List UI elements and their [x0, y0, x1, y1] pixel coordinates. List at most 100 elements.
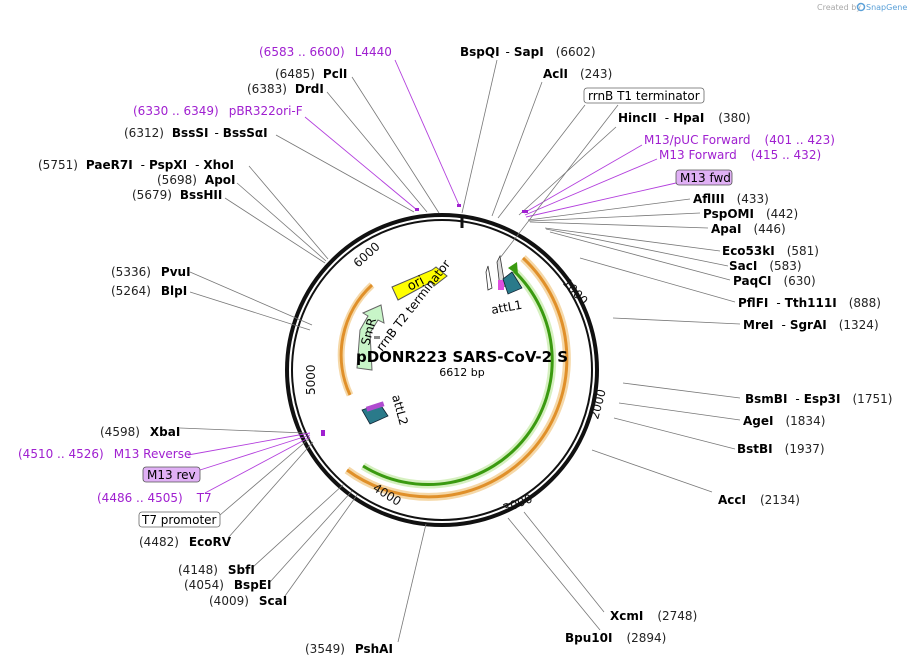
- primer-m13puc: M13/pUC Forward: [644, 133, 751, 147]
- svg-text:PflFI-Tth111I(888): PflFI-Tth111I(888): [738, 296, 881, 310]
- svg-text:(5679)BssHII: (5679)BssHII: [132, 188, 222, 202]
- tick-3000: 3000: [501, 491, 535, 515]
- rrnb-t2-marker: [374, 336, 380, 339]
- plasmid-size: 6612 bp: [439, 366, 484, 379]
- svg-text:M13 Forward(415 .. 432): M13 Forward(415 .. 432): [659, 148, 821, 162]
- svg-text:(4598)XbaI: (4598)XbaI: [100, 425, 180, 439]
- credit-brand: SnapGene: [866, 3, 907, 12]
- attl1-primer-marker: [498, 280, 504, 290]
- svg-text:(5751)PaeR7I-PspXI-XhoI: (5751)PaeR7I-PspXI-XhoI: [38, 158, 234, 172]
- site-sgrai: SgrAI: [790, 318, 827, 332]
- svg-text:(4054)BspEI: (4054)BspEI: [184, 578, 271, 592]
- site-afliii: AflIII: [693, 192, 725, 206]
- svg-text:(6383)DrdI: (6383)DrdI: [247, 82, 324, 96]
- credit-created-by: Created by: [817, 3, 861, 12]
- svg-text:(4148)SbfI: (4148)SbfI: [178, 563, 255, 577]
- l4440-marker: [457, 204, 461, 207]
- svg-text:XcmI(2748): XcmI(2748): [610, 609, 697, 623]
- ori-feature: [391, 266, 448, 301]
- leader-lines: [179, 59, 741, 643]
- t7-promoter-box: [138, 511, 221, 528]
- svg-text:(4482)EcoRV: (4482)EcoRV: [139, 535, 232, 549]
- m13rev-marker: [321, 430, 325, 436]
- site-saci: SacI: [729, 259, 757, 273]
- rrnb-t1-label: rrnB T1 terminator: [588, 89, 700, 103]
- svg-text:Bpu10I(2894): Bpu10I(2894): [565, 631, 666, 645]
- site-bsshii: BssHII: [180, 188, 222, 202]
- svg-text:(6312)BssSI-BssSαI: (6312)BssSI-BssSαI: [124, 126, 268, 140]
- svg-text:(4486 .. 4505)T7: (4486 .. 4505)T7: [97, 491, 212, 505]
- svg-text:MreI-SgrAI(1324): MreI-SgrAI(1324): [743, 318, 879, 332]
- attl2-label: attL2: [389, 393, 411, 427]
- t7-promoter-leader: [219, 437, 311, 516]
- rrnb-t2-label: rrnB T2 terminator: [373, 257, 453, 354]
- site-paer7i: PaeR7I: [86, 158, 133, 172]
- insert-arc: [362, 269, 554, 486]
- smr-feature: [356, 304, 385, 371]
- site-apoi: ApoI: [205, 173, 236, 187]
- site-hpai: HpaI: [673, 111, 704, 125]
- primer-l4440: L4440: [355, 45, 392, 59]
- svg-text:(6485)PclI: (6485)PclI: [275, 67, 347, 81]
- t7-promoter-label: T7 promoter: [141, 513, 217, 527]
- site-bpu10i: Bpu10I: [565, 631, 612, 645]
- svg-text:SacI(583): SacI(583): [729, 259, 802, 273]
- svg-text:AclI(243): AclI(243): [543, 67, 612, 81]
- rrnb-t1-leader: [499, 104, 619, 259]
- svg-text:AflIII(433): AflIII(433): [693, 192, 769, 206]
- site-bsssai: BssSαI: [223, 126, 268, 140]
- svg-text:(4009)ScaI: (4009)ScaI: [209, 594, 287, 608]
- site-sbfi: SbfI: [228, 563, 255, 577]
- site-acli: AclI: [543, 67, 568, 81]
- site-pspxi: PspXI: [149, 158, 187, 172]
- plasmid-name: pDONR223 SARS-CoV-2 S: [356, 348, 568, 366]
- svg-text:(4510 .. 4526)M13 Reverse: (4510 .. 4526)M13 Reverse: [18, 447, 191, 461]
- primer-pbr322ori-f: pBR322ori-F: [229, 104, 303, 118]
- backbone-outer-ring: [285, 213, 599, 527]
- svg-text:HincII-HpaI(380): HincII-HpaI(380): [618, 111, 751, 125]
- site-ecorv: EcoRV: [189, 535, 232, 549]
- primer-m13-reverse: M13 Reverse: [114, 447, 192, 461]
- site-bspei: BspEI: [234, 578, 272, 592]
- site-agei: AgeI: [743, 414, 773, 428]
- attl1-label: attL1: [490, 298, 523, 317]
- svg-text:(5264)BlpI: (5264)BlpI: [111, 284, 187, 298]
- svg-text:BsmBI-Esp3I(1751): BsmBI-Esp3I(1751): [745, 392, 892, 406]
- attl1-feature: [502, 271, 523, 295]
- svg-text:BstBI(1937): BstBI(1937): [737, 442, 825, 456]
- site-paqci: PaqCI: [733, 274, 771, 288]
- pbr322-marker: [415, 208, 419, 211]
- orf-arc: [346, 256, 569, 499]
- site-apai: ApaI: [711, 222, 741, 236]
- site-blpi: BlpI: [161, 284, 187, 298]
- m13-rev-box: [142, 466, 201, 483]
- attl2-primer-marker: [365, 401, 385, 412]
- primer-t7: T7: [196, 491, 212, 505]
- site-hincii: HincII: [618, 111, 657, 125]
- attl1-arrow-small: [485, 265, 493, 291]
- rrnb-t1-box: [583, 87, 705, 104]
- site-pcli: PclI: [323, 67, 348, 81]
- svg-text:BspQI-SapI(6602): BspQI-SapI(6602): [460, 45, 596, 59]
- site-bsssi: BssSI: [172, 126, 209, 140]
- svg-text:(5336)PvuI: (5336)PvuI: [111, 265, 191, 279]
- svg-text:(5698)ApoI: (5698)ApoI: [157, 173, 236, 187]
- site-xbai: XbaI: [150, 425, 180, 439]
- site-esp3i: Esp3I: [804, 392, 841, 406]
- svg-text:(3549)PshAI: (3549)PshAI: [305, 642, 393, 656]
- site-acci: AccI: [718, 493, 746, 507]
- site-pflfi: PflFI: [738, 296, 768, 310]
- svg-text:PaqCI(630): PaqCI(630): [733, 274, 816, 288]
- snapgene-logo-icon: [856, 2, 866, 12]
- site-pvui: PvuI: [161, 265, 191, 279]
- svg-text:Eco53kI(581): Eco53kI(581): [722, 244, 819, 258]
- insert-arrowhead: [508, 262, 518, 275]
- ori-label: ori: [405, 273, 427, 294]
- site-eco53ki: Eco53kI: [722, 244, 775, 258]
- svg-text:M13/pUC Forward(401 .. 423): M13/pUC Forward(401 .. 423): [644, 133, 835, 147]
- tick-6000: 6000: [351, 239, 383, 270]
- smr-orf-arc: [339, 283, 374, 396]
- svg-text:(6583 .. 6600)L4440: (6583 .. 6600)L4440: [259, 45, 392, 59]
- tick-5000: 5000: [304, 364, 318, 395]
